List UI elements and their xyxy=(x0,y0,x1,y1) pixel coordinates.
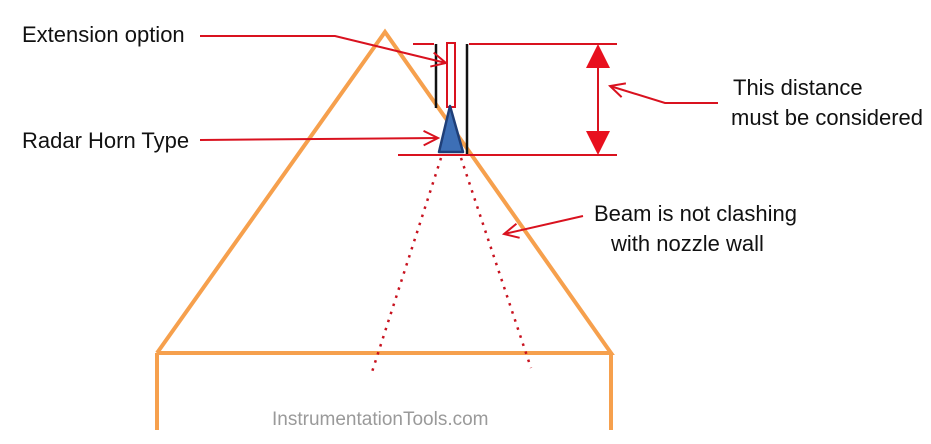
dimension-arrow-down-icon xyxy=(586,131,610,155)
extension-option-arrow xyxy=(200,35,446,63)
callout-arrows xyxy=(199,35,718,234)
watermark-text: InstrumentationTools.com xyxy=(272,409,489,430)
extension-rod xyxy=(446,42,456,108)
beam-right-edge xyxy=(459,157,533,369)
distance-dimension xyxy=(398,43,617,156)
nozzle-outline xyxy=(155,28,615,430)
beam-arrow xyxy=(504,215,584,234)
dimension-arrow-up-icon xyxy=(586,44,610,68)
beam-label-line2: with nozzle wall xyxy=(610,231,764,256)
radar-horn-type-label: Radar Horn Type xyxy=(22,128,189,153)
distance-arrow xyxy=(610,86,718,104)
nozzle-cone xyxy=(155,28,615,355)
beam-label-line1: Beam is not clashing xyxy=(594,201,797,226)
radar-horn-arrow xyxy=(199,138,438,140)
beam-left-edge xyxy=(370,157,443,373)
distance-label-line1: This distance xyxy=(733,75,863,100)
radar-beam xyxy=(370,157,533,373)
distance-label-line2: must be considered xyxy=(731,105,923,130)
extension-option-label: Extension option xyxy=(22,22,185,47)
radar-horn-icon xyxy=(437,104,465,154)
